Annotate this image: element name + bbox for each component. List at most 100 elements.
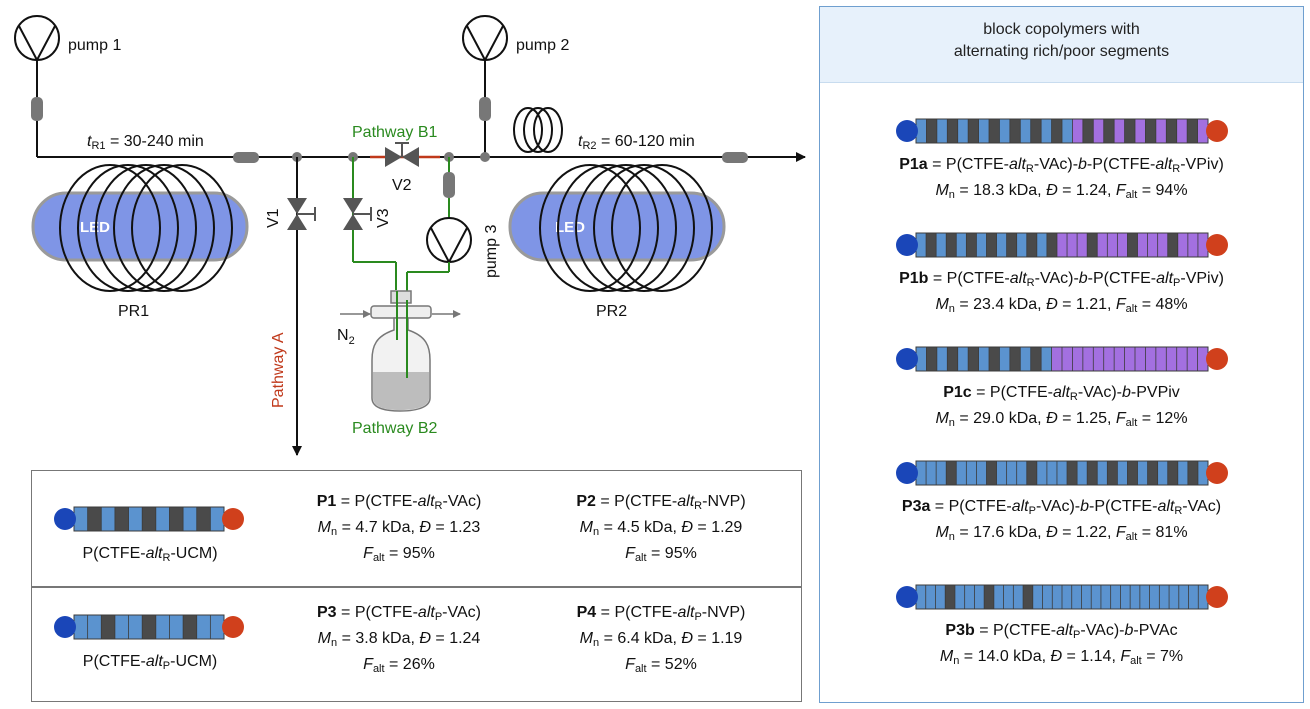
formula-italic: Đ: [1050, 648, 1063, 665]
formula-part: =: [599, 519, 618, 536]
chain-segment: [954, 585, 965, 609]
polymer-id: P1: [316, 493, 337, 510]
polymer-id: P1b: [899, 270, 929, 287]
formula-part: n: [331, 526, 338, 538]
copolymer-entry-p3a: P3a = P(CTFE-altP-VAc)-b-P(CTFE-altR-VAc…: [824, 496, 1299, 548]
polymer-mn-d: Mn = 3.8 kDa, Đ = 1.24: [268, 628, 530, 654]
chain-segment: [1077, 233, 1088, 257]
dispersity-value: 1.25: [1075, 410, 1107, 427]
formula-part: =: [646, 545, 665, 562]
chain-segment: [1145, 347, 1157, 371]
chain-segment: [1030, 119, 1042, 143]
fitting-icon: [443, 172, 455, 198]
chain-segment: [996, 461, 1007, 485]
formula-part: n: [948, 303, 955, 315]
formula-part: =: [646, 656, 665, 673]
formula-italic: alt: [417, 604, 435, 621]
chain-segment: [947, 119, 959, 143]
formula-part: =: [1057, 296, 1076, 313]
chain-segment: [1062, 585, 1073, 609]
polymer-entry-p1: P1 = P(CTFE-altR-VAc)Mn = 4.7 kDa, Đ = 1…: [268, 491, 530, 569]
chain-start-group-icon: [896, 462, 918, 484]
junction-dot: [480, 152, 490, 162]
formula-part: -NVP): [701, 604, 746, 621]
chain-segment: [1026, 233, 1038, 257]
falt-value: 95%: [402, 545, 435, 562]
formula-italic: M: [935, 296, 949, 313]
formula-part: alt: [1125, 531, 1138, 543]
formula-italic: alt: [1053, 384, 1070, 401]
dispersity-value: 1.29: [711, 519, 743, 536]
molar-mass-value: 23.4 kDa: [973, 296, 1038, 313]
copolymer-formula: P1b = P(CTFE-altR-VAc)-b-P(CTFE-altP-VPi…: [824, 268, 1299, 294]
formula-part: ,: [1037, 524, 1047, 541]
chain-segment: [74, 615, 88, 639]
formula-part: -P(CTFE-: [1086, 156, 1156, 173]
reservoir-flask-icon: [340, 290, 461, 412]
formula-part: -P(CTFE-: [1089, 498, 1158, 515]
formula-part: P(CTFE-: [614, 604, 678, 621]
falt-value: 94%: [1155, 182, 1188, 199]
chain-segment: [996, 233, 1007, 257]
chain-segment: [1071, 585, 1082, 609]
formula-italic: b: [1122, 384, 1131, 401]
formula-part: alt: [1125, 189, 1138, 201]
chain-segment: [999, 347, 1011, 371]
formula-italic: b: [1078, 270, 1088, 287]
polymer-id: P1c: [943, 384, 972, 401]
chain-segment: [968, 119, 979, 143]
formula-part: -VAc)-: [1080, 622, 1125, 639]
chain-segment: [946, 233, 957, 257]
chain-segment: [964, 585, 975, 609]
formula-italic: Đ: [419, 519, 431, 536]
formula-italic: b: [1080, 498, 1089, 515]
polymer-formula: P3 = P(CTFE-altP-VAc): [268, 602, 530, 628]
chain-segment: [966, 461, 977, 485]
chain-segment: [1041, 347, 1052, 371]
chain-segment: [1135, 347, 1146, 371]
polymer-falt: Falt = 95%: [268, 543, 530, 569]
chain-segment: [956, 233, 967, 257]
molar-mass-value: 4.7 kDa: [355, 519, 411, 536]
photoreactor-1: LED: [31, 164, 249, 292]
formula-part: n: [593, 526, 600, 538]
chain-segment: [1077, 461, 1088, 485]
formula-part: n: [953, 655, 960, 667]
formula-italic: F: [363, 545, 373, 562]
formula-part: ,: [1041, 648, 1051, 665]
formula-part: n: [948, 189, 955, 201]
chain-segment: [1020, 347, 1032, 371]
dispersity-value: 1.21: [1075, 296, 1107, 313]
chain-segment: [1036, 233, 1048, 257]
polymer-falt: Falt = 52%: [530, 654, 792, 680]
valve-v1-icon: [287, 198, 316, 230]
formula-part: alt: [634, 663, 647, 675]
formula-italic: b: [1124, 622, 1134, 639]
formula-part: R: [1025, 163, 1034, 175]
formula-part: =: [1062, 648, 1081, 665]
chain-segment: [155, 615, 170, 639]
chain-segment: [1026, 461, 1038, 485]
formula-part: P: [162, 660, 171, 672]
chain-segment: [1093, 119, 1105, 143]
chain-segment: [925, 585, 936, 609]
formula-part: ,: [1037, 182, 1047, 199]
formula-part: alt: [372, 552, 385, 564]
formula-italic: F: [1120, 648, 1131, 665]
formula-italic: alt: [1157, 498, 1175, 515]
chain-start-group-icon: [896, 586, 918, 608]
chain-segment: [936, 233, 947, 257]
formula-part: =: [430, 630, 450, 647]
formula-part: =: [1057, 410, 1076, 427]
formula-part: ,: [1111, 648, 1121, 665]
chain-segment: [1082, 119, 1094, 143]
dispersity-value: 1.19: [711, 630, 743, 647]
formula-italic: Đ: [1046, 296, 1058, 313]
chain-segment: [926, 233, 937, 257]
mixing-coil-icon: [513, 107, 563, 153]
chain-segment: [956, 461, 967, 485]
chain-segment: [74, 507, 88, 531]
chain-segment: [101, 615, 116, 639]
formula-part: R: [1069, 391, 1078, 403]
dispersity-value: 1.23: [449, 519, 481, 536]
